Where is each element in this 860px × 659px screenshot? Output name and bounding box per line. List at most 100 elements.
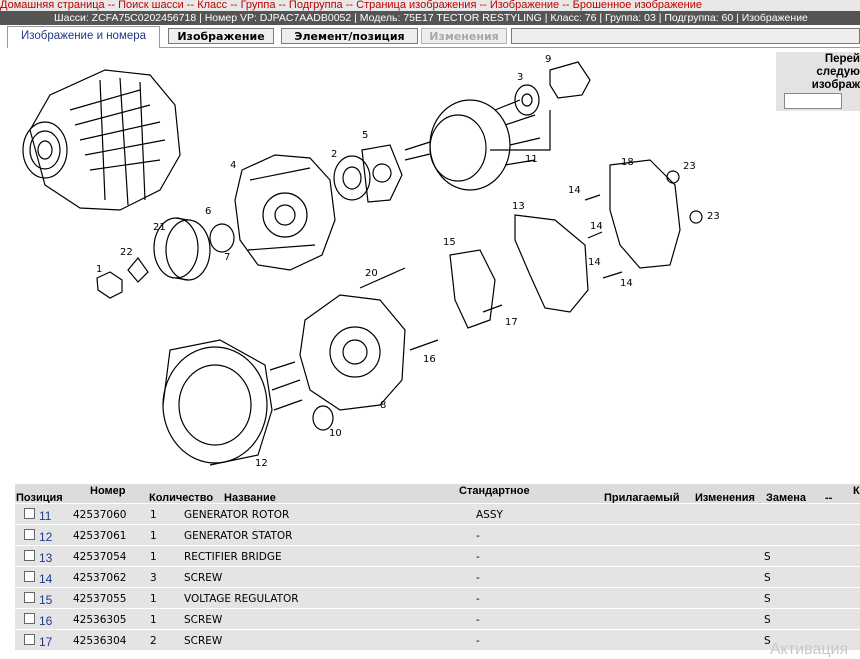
part-number: 42536304	[73, 635, 127, 647]
part-name: SCREW	[184, 614, 223, 626]
callout-14c: 14	[588, 257, 601, 268]
header-position: Позиция	[16, 492, 63, 503]
callout-11: 11	[525, 154, 538, 165]
callout-2: 2	[331, 149, 337, 160]
changes-button: Изменения	[421, 28, 507, 44]
table-row: 12 42537061 1 GENERATOR STATOR -	[15, 525, 860, 545]
part-number: 42537054	[73, 551, 127, 563]
quantity: 1	[150, 551, 157, 563]
assembled-alternator-drawing	[22, 69, 181, 211]
quantity: 1	[150, 530, 157, 542]
retainer-plate-drawing	[361, 144, 403, 203]
nav-image-link[interactable]: Изображение	[489, 0, 560, 11]
table-row: 16 42536305 1 SCREW - S	[15, 609, 860, 629]
nav-separator: --	[104, 0, 119, 11]
element-position-button[interactable]: Элемент/позиция	[281, 28, 418, 44]
part-name: SCREW	[184, 572, 223, 584]
nav-dropped-image-link[interactable]: Брошенное изображение	[572, 0, 702, 11]
nav-group-link[interactable]: Группа	[240, 0, 276, 11]
row-checkbox[interactable]	[24, 613, 35, 624]
nav-chassis-search-link[interactable]: Поиск шасси	[118, 0, 184, 11]
part-number: 42537061	[73, 530, 127, 542]
callout-16: 16	[423, 354, 436, 365]
replacement-flag: S	[764, 572, 771, 584]
nav-separator: --	[275, 0, 289, 11]
callout-6: 6	[205, 206, 211, 217]
part-name: RECTIFIER BRIDGE	[184, 551, 282, 563]
callout-12: 12	[255, 458, 268, 469]
callout-22: 22	[120, 247, 133, 258]
rear-housing-drawing	[299, 294, 406, 411]
callout-1: 1	[96, 264, 102, 275]
part-number: 42536305	[73, 614, 127, 626]
row-checkbox[interactable]	[24, 571, 35, 582]
table-row: 14 42537062 3 SCREW - S	[15, 567, 860, 587]
nav-subgroup-link[interactable]: Подгруппа	[288, 0, 343, 11]
nut-1-drawing	[96, 271, 123, 299]
bushing-drawing	[312, 405, 334, 431]
row-checkbox[interactable]	[24, 529, 35, 540]
nav-separator: --	[559, 0, 573, 11]
tab-divider	[160, 47, 860, 48]
position-link[interactable]: 11	[39, 509, 52, 523]
callout-23b: 23	[707, 211, 720, 222]
row-checkbox[interactable]	[24, 592, 35, 603]
callout-10: 10	[329, 428, 342, 439]
image-button[interactable]: Изображение	[168, 28, 274, 44]
tab-image-and-numbers[interactable]: Изображение и номера	[7, 26, 160, 48]
standard-value: -	[476, 635, 480, 647]
header-dash: --	[825, 492, 833, 503]
row-checkbox[interactable]	[24, 634, 35, 645]
bearing-2-drawing	[333, 155, 371, 201]
go-to-label-3: изображ	[811, 79, 860, 91]
table-row: 15 42537055 1 VOLTAGE REGULATOR - S	[15, 588, 860, 608]
header-k: К	[853, 485, 860, 497]
bearing-3-drawing	[514, 84, 540, 116]
image-number-input[interactable]	[784, 93, 842, 109]
position-link[interactable]: 16	[39, 614, 53, 628]
callout-15: 15	[443, 237, 456, 248]
washer-7-drawing	[209, 223, 235, 253]
go-to-image-box: Перей следую изображ	[776, 52, 860, 111]
part-number: 42537060	[73, 509, 127, 521]
replacement-flag: S	[764, 551, 771, 563]
callout-13: 13	[512, 201, 525, 212]
part-name: GENERATOR ROTOR	[184, 509, 290, 521]
row-checkbox[interactable]	[24, 508, 35, 519]
cover-drawing	[609, 159, 681, 269]
header-quantity: Количество	[149, 492, 214, 503]
table-row: 13 42537054 1 RECTIFIER BRIDGE - S	[15, 546, 860, 566]
table-row: 11 42537060 1 GENERATOR ROTOR ASSY	[15, 504, 860, 524]
standard-value: -	[476, 593, 480, 605]
header-name: Название	[224, 492, 276, 503]
standard-value: -	[476, 551, 480, 563]
nav-image-page-link[interactable]: Страница изображения	[356, 0, 477, 11]
callout-17: 17	[505, 317, 518, 328]
regulator-drawing	[449, 249, 496, 329]
standard-value: -	[476, 614, 480, 626]
nav-class-link[interactable]: Класс	[197, 0, 228, 11]
top-nav: Домашняя страница -- Поиск шасси -- Клас…	[0, 0, 860, 11]
position-link[interactable]: 17	[39, 635, 53, 649]
callout-8: 8	[380, 400, 386, 411]
nav-home-link[interactable]: Домашняя страница	[0, 0, 105, 11]
position-link[interactable]: 15	[39, 593, 53, 607]
row-checkbox[interactable]	[24, 550, 35, 561]
quantity: 1	[150, 509, 157, 521]
callout-5: 5	[362, 130, 368, 141]
position-link[interactable]: 13	[39, 551, 53, 565]
position-link[interactable]: 12	[39, 530, 53, 544]
rotor-drawing	[404, 99, 541, 191]
position-link[interactable]: 14	[39, 572, 53, 586]
screws-drawing	[269, 194, 623, 411]
rectifier-drawing	[514, 214, 589, 313]
go-to-label-1: Перей	[824, 53, 860, 65]
replacement-flag: S	[764, 635, 771, 647]
cap-9-drawing	[549, 61, 591, 99]
washer-22-drawing	[127, 257, 149, 283]
stator-drawing	[162, 339, 273, 466]
callout-23a: 23	[683, 161, 696, 172]
header-changes: Изменения	[695, 492, 755, 503]
nav-separator: --	[227, 0, 241, 11]
part-name: SCREW	[184, 635, 223, 647]
